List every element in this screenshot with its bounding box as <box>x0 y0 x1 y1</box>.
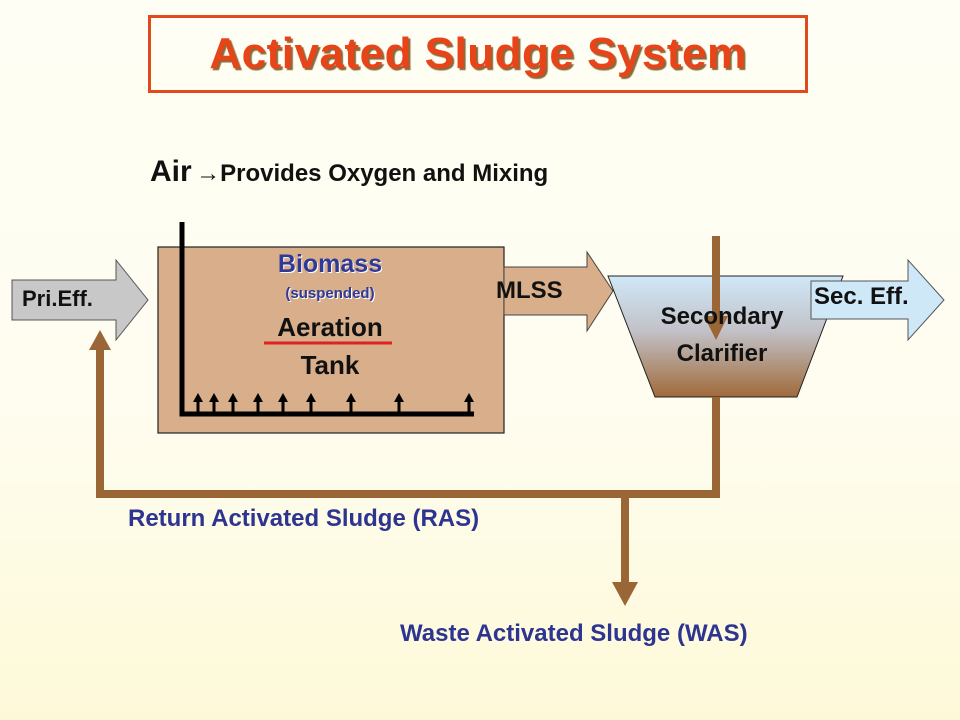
mlss-arrow <box>503 250 614 333</box>
air-diffusers <box>193 393 474 412</box>
suspended-label: (suspended) <box>285 285 375 302</box>
air-diffuser-arrow <box>278 393 288 412</box>
was-label: Waste Activated Sludge (WAS) <box>400 620 748 647</box>
clarifier-label-line2: Clarifier <box>676 340 768 367</box>
influent-label: Pri.Eff. <box>22 286 93 311</box>
air-caption: Air →Provides Oxygen and Mixing <box>150 155 548 189</box>
tank-label: Tank <box>300 350 360 380</box>
aeration-label: Aeration <box>277 312 383 342</box>
air-description: →Provides Oxygen and Mixing <box>196 160 548 187</box>
influent-arrow <box>11 258 149 342</box>
clarifier-inlet-arrowhead <box>704 316 728 340</box>
air-pipe <box>179 222 474 417</box>
air-description-text: Provides Oxygen and Mixing <box>220 160 549 187</box>
air-diffuser-arrow <box>306 393 316 412</box>
air-label: Air <box>150 155 192 188</box>
was-arrowhead <box>612 582 638 606</box>
secondary-clarifier <box>607 275 844 398</box>
air-diffuser-arrow <box>464 393 474 412</box>
air-diffuser-arrow <box>209 393 219 412</box>
air-diffuser-arrow <box>253 393 263 412</box>
effluent-arrow <box>810 258 945 342</box>
clarifier-label-line1: Secondary <box>660 303 784 330</box>
biomass-label: Biomass <box>277 250 383 278</box>
title-box: Activated Sludge System <box>148 15 808 93</box>
ras-arrowhead <box>89 330 111 350</box>
air-diffuser-arrow <box>193 393 203 412</box>
mlss-label: MLSS <box>496 277 563 304</box>
ras-pipe <box>96 350 720 498</box>
air-diffuser-arrow <box>346 393 356 412</box>
air-diffuser-arrow <box>228 393 238 412</box>
page-title: Activated Sludge System <box>209 29 747 78</box>
right-arrow-icon: → <box>196 160 221 187</box>
ras-label: Return Activated Sludge (RAS) <box>128 505 480 532</box>
air-diffuser-arrow <box>394 393 404 412</box>
effluent-label: Sec. Eff. <box>814 283 909 310</box>
